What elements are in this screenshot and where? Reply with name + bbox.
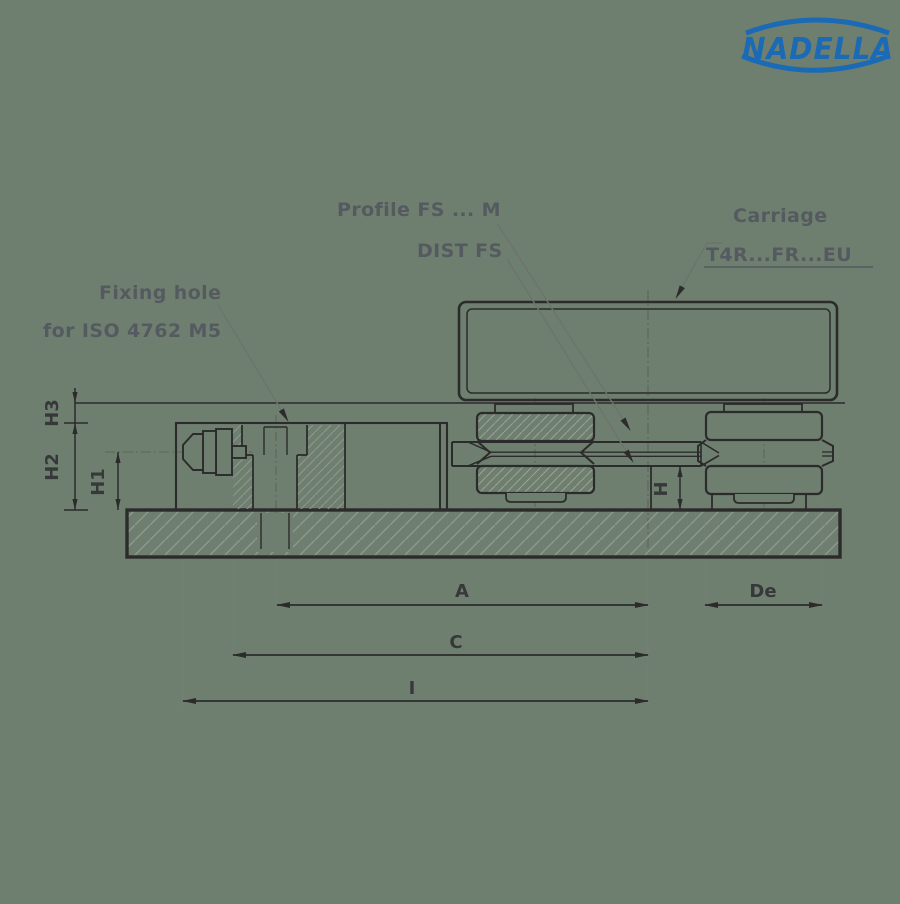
right-roller-bottom-flange [704,464,824,496]
left-roller [475,403,596,503]
carriage-plate [457,300,839,402]
dim-label-i: I [409,678,416,699]
section-hatching [233,425,345,510]
nipple-stem [231,445,247,459]
left-roller-stud [494,403,574,414]
nipple-collar [202,430,217,474]
label-dist: DIST FS [417,240,503,262]
base-tapped-hole [257,513,293,552]
right-roller [697,403,834,510]
slider-block [174,421,449,512]
dim-label-h: H [651,481,672,496]
dim-label-de: De [749,581,776,602]
dim-label-h2: H2 [42,453,63,481]
leader-fixing-hole [217,304,289,422]
extension-lines [105,290,823,707]
dimension-labels: H3 H2 H1 H A C I De [42,399,777,699]
right-roller-cap [733,494,795,504]
dim-label-a: A [455,581,469,602]
leader-carriage [675,242,722,299]
fixing-hole [241,425,308,510]
dimension-lines [64,388,823,704]
left-roller-top-flange [475,411,596,443]
leader-profile [496,222,631,431]
label-fixing-line2: for ISO 4762 M5 [43,320,221,342]
nipple-flange [215,428,233,476]
logo-text: NADELLA [742,32,894,67]
left-roller-bottom-flange [475,464,596,495]
nipple-tip [182,433,204,471]
dim-label-h1: H1 [88,468,109,496]
label-carriage-title: Carriage [733,205,828,227]
right-roller-top-flange [704,410,824,442]
logo-bottom-arc [741,53,887,73]
leader-lines [217,222,722,463]
leader-dist [506,258,634,463]
nadella-logo: NADELLA [741,17,894,73]
base-plate [125,508,842,559]
dim-label-h3: H3 [42,399,63,427]
label-fixing-line1: Fixing hole [99,282,221,304]
logo-top-arc [745,17,890,36]
grease-nipple [182,428,247,476]
labels: Profile FS ... M DIST FS Carriage T4R...… [43,199,873,342]
dim-label-c: C [449,632,462,653]
label-carriage-type: T4R...FR...EU [706,244,852,266]
left-roller-cap [505,493,567,503]
label-profile: Profile FS ... M [337,199,501,221]
